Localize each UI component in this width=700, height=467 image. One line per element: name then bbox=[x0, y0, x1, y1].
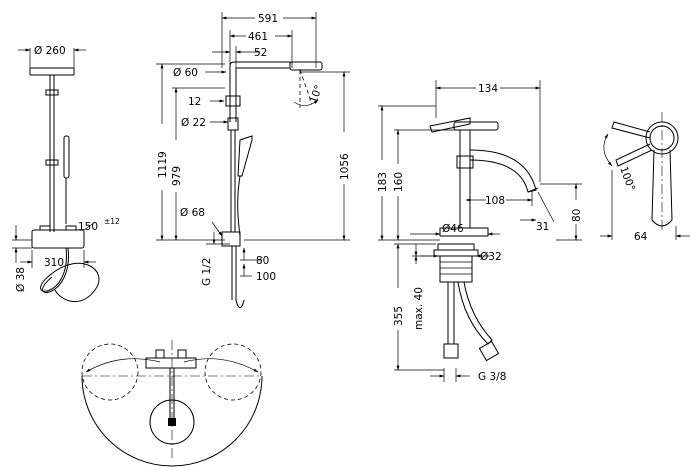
shower-top-view bbox=[81, 340, 263, 467]
angle-10-label: 10° bbox=[308, 83, 326, 105]
dim-310-label: 310 bbox=[44, 257, 64, 269]
dim-1056-label: 1056 bbox=[339, 153, 351, 180]
g-3-8-label: G 3/8 bbox=[478, 371, 506, 383]
dim-31-label: 31 bbox=[536, 221, 549, 233]
max-40-label: max. 40 bbox=[413, 287, 425, 330]
tolerance-12-label: ±12 bbox=[104, 217, 120, 226]
dim-46-label: Ø46 bbox=[442, 223, 464, 235]
dim-134-label: 134 bbox=[478, 83, 498, 95]
angle-100-label: 100° bbox=[617, 165, 637, 193]
dim-52-label: 52 bbox=[254, 47, 267, 59]
dim-150-label: 150 bbox=[78, 221, 98, 233]
dim-100-label: 100 bbox=[256, 271, 276, 283]
dim-60-label: Ø 60 bbox=[173, 67, 198, 79]
tap-side-view: 134 183 160 108 31 bbox=[377, 80, 583, 383]
dim-38-label: Ø 38 bbox=[15, 267, 27, 292]
dim-183-label: 183 bbox=[377, 172, 389, 192]
shower-side-view: 591 461 52 10° Ø 60 12 Ø 22 bbox=[156, 12, 351, 308]
dim-64-label: 64 bbox=[634, 231, 648, 243]
dim-80-shower-label: 80 bbox=[256, 255, 269, 267]
shower-front-view: Ø 260 150 ±12 Ø 38 310 bbox=[12, 45, 120, 302]
dim-461-label: 461 bbox=[248, 31, 268, 43]
dim-355-label: 355 bbox=[393, 306, 405, 326]
dim-12-label: 12 bbox=[188, 96, 201, 108]
dim-108-label: 108 bbox=[485, 195, 505, 207]
dim-32-label: Ø32 bbox=[480, 251, 502, 263]
tap-top-view: 100° 64 bbox=[600, 112, 690, 243]
dim-68-label: Ø 68 bbox=[180, 207, 205, 219]
dim-260-label: Ø 260 bbox=[34, 45, 66, 57]
dim-591-label: 591 bbox=[258, 13, 278, 25]
dim-160-label: 160 bbox=[393, 172, 405, 192]
dim-1119-label: 1119 bbox=[157, 151, 169, 178]
dim-80-tap-label: 80 bbox=[571, 209, 583, 222]
dim-22-label: Ø 22 bbox=[181, 117, 206, 129]
g-half-label: G 1/2 bbox=[201, 258, 213, 286]
dim-979-label: 979 bbox=[171, 166, 183, 186]
